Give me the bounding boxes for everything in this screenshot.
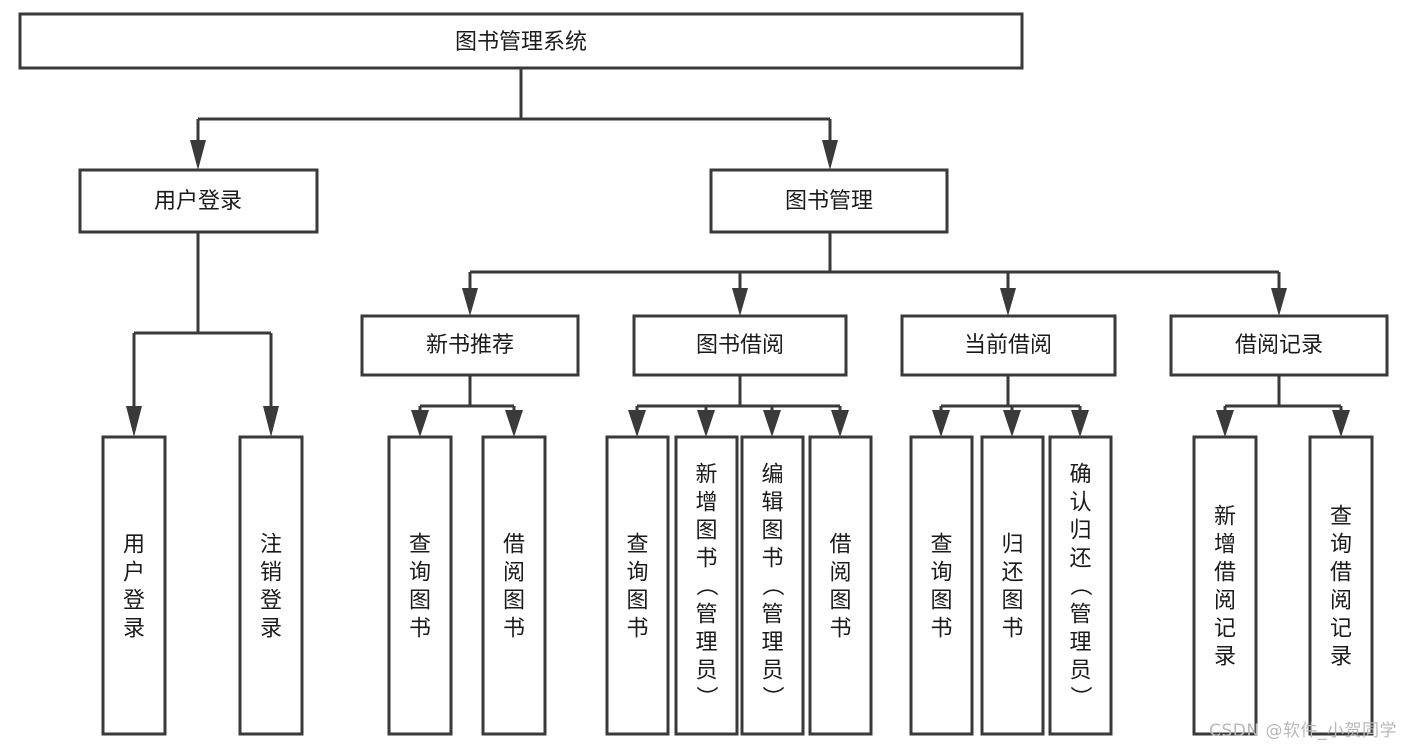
leaf-node[interactable]: 新增图书（管理员） [674, 435, 739, 736]
leaf-node-box[interactable] [1192, 435, 1258, 736]
node-book-borrow-box[interactable] [632, 314, 848, 377]
leaf-node[interactable]: 归还图书 [980, 435, 1045, 736]
node-current-borrow-label: 当前借阅 [964, 333, 1052, 358]
leaf-node-box[interactable] [909, 435, 974, 736]
arrow-head-leaf-logout [263, 406, 279, 437]
arrow-head-newbook-leaf-1 [411, 410, 429, 437]
arrow-head-current-borrow [1000, 288, 1016, 316]
leaf-node-box[interactable] [481, 435, 547, 736]
node-root[interactable]: 图书管理系统 [18, 12, 1024, 70]
leaf-node[interactable]: 查询图书 [605, 435, 670, 736]
leaf-node-box[interactable] [1048, 435, 1113, 736]
leaf-node[interactable]: 查询借阅记录 [1308, 435, 1374, 736]
node-book-manage[interactable]: 图书管理 [709, 168, 949, 234]
arrow-head-bookborrow-leaf-1 [628, 410, 646, 437]
leaf-node[interactable]: 确认归还（管理员） [1048, 435, 1113, 736]
arrow-head-new-book-rec [462, 288, 478, 316]
node-current-borrow[interactable]: 当前借阅 [900, 314, 1117, 377]
arrow-head-currentborrow-leaf-1 [932, 410, 950, 437]
leaf-node-label: 确认归还（管理员） [1069, 462, 1092, 711]
leaf-node-box[interactable] [1308, 435, 1374, 736]
arrow-head-leaf-user-login [126, 406, 142, 437]
node-borrow-record-box[interactable] [1169, 314, 1389, 377]
leaf-node-label: 新增借阅记录 [1214, 504, 1236, 669]
arrow-head-currentborrow-leaf-3 [1071, 410, 1089, 437]
leaf-node[interactable]: 借阅图书 [481, 435, 547, 736]
leaf-node-label: 编辑图书（管理员） [761, 462, 784, 711]
node-borrow-record[interactable]: 借阅记录 [1169, 314, 1389, 377]
arrow-head-borrow-record [1271, 288, 1287, 316]
node-book-manage-label: 图书管理 [785, 189, 873, 214]
node-borrow-record-label: 借阅记录 [1235, 333, 1323, 358]
leaf-node-box[interactable] [740, 435, 805, 736]
node-book-manage-box[interactable] [709, 168, 949, 234]
leaf-node-box[interactable] [980, 435, 1045, 736]
leaf-node[interactable]: 编辑图书（管理员） [740, 435, 805, 736]
leaf-node-label: 借阅图书 [829, 532, 851, 641]
node-book-borrow[interactable]: 图书借阅 [632, 314, 848, 377]
node-user-login-label: 用户登录 [154, 189, 242, 214]
node-root-label: 图书管理系统 [455, 30, 587, 55]
leaf-node[interactable]: 借阅图书 [808, 435, 873, 736]
leaf-node[interactable]: 新增借阅记录 [1192, 435, 1258, 736]
connectors-layer [126, 68, 1350, 437]
leaf-node-label: 借阅图书 [503, 532, 525, 641]
arrow-head-user-login [190, 140, 206, 170]
node-new-book-rec[interactable]: 新书推荐 [360, 314, 580, 377]
leaf-node-label: 查询图书 [930, 532, 952, 641]
leaf-node-box[interactable] [387, 435, 453, 736]
arrow-head-newbook-leaf-2 [505, 410, 523, 437]
arrow-head-book-manage [822, 140, 838, 170]
leaf-node-box[interactable] [101, 435, 167, 736]
node-new-book-rec-box[interactable] [360, 314, 580, 377]
arrow-head-borrowrecord-leaf-1 [1216, 410, 1234, 437]
leaf-node-label: 归还图书 [1001, 532, 1023, 641]
leaf-node-label: 新增图书（管理员） [695, 462, 718, 711]
node-user-login[interactable]: 用户登录 [78, 168, 319, 234]
arrow-head-bookborrow-leaf-2 [697, 410, 715, 437]
arrow-head-borrowrecord-leaf-2 [1332, 410, 1350, 437]
arrow-head-bookborrow-leaf-4 [831, 410, 849, 437]
node-book-borrow-label: 图书借阅 [696, 333, 784, 358]
leaf-nodes-layer: 用户登录 注销登录 查询图书 借阅图书 查询图书 新增图书（管理员） 编辑图书（管理员） 借阅… [101, 435, 1374, 736]
leaf-node-box[interactable] [674, 435, 739, 736]
node-new-book-rec-label: 新书推荐 [426, 333, 514, 358]
leaf-node-label: 查询图书 [626, 532, 648, 641]
arrow-head-bookborrow-leaf-3 [763, 410, 781, 437]
leaf-node-box[interactable] [808, 435, 873, 736]
leaf-node-box[interactable] [238, 435, 304, 736]
leaf-node[interactable]: 查询图书 [387, 435, 453, 736]
leaf-node[interactable]: 注销登录 [238, 435, 304, 736]
leaf-node-label: 查询图书 [409, 532, 431, 641]
arrow-head-currentborrow-leaf-2 [1003, 410, 1021, 437]
node-root-box[interactable] [18, 12, 1024, 70]
leaf-node[interactable]: 查询图书 [909, 435, 974, 736]
leaf-node[interactable]: 用户登录 [101, 435, 167, 736]
leaf-node-label: 查询借阅记录 [1330, 504, 1352, 669]
leaf-node-box[interactable] [605, 435, 670, 736]
node-current-borrow-box[interactable] [900, 314, 1117, 377]
arrow-head-book-borrow [732, 288, 748, 316]
leaf-node-label: 注销登录 [260, 532, 282, 641]
csdn-watermark: CSDN @软件_小贺同学 [1209, 721, 1397, 741]
node-user-login-box[interactable] [78, 168, 319, 234]
leaf-node-label: 用户登录 [123, 532, 145, 641]
